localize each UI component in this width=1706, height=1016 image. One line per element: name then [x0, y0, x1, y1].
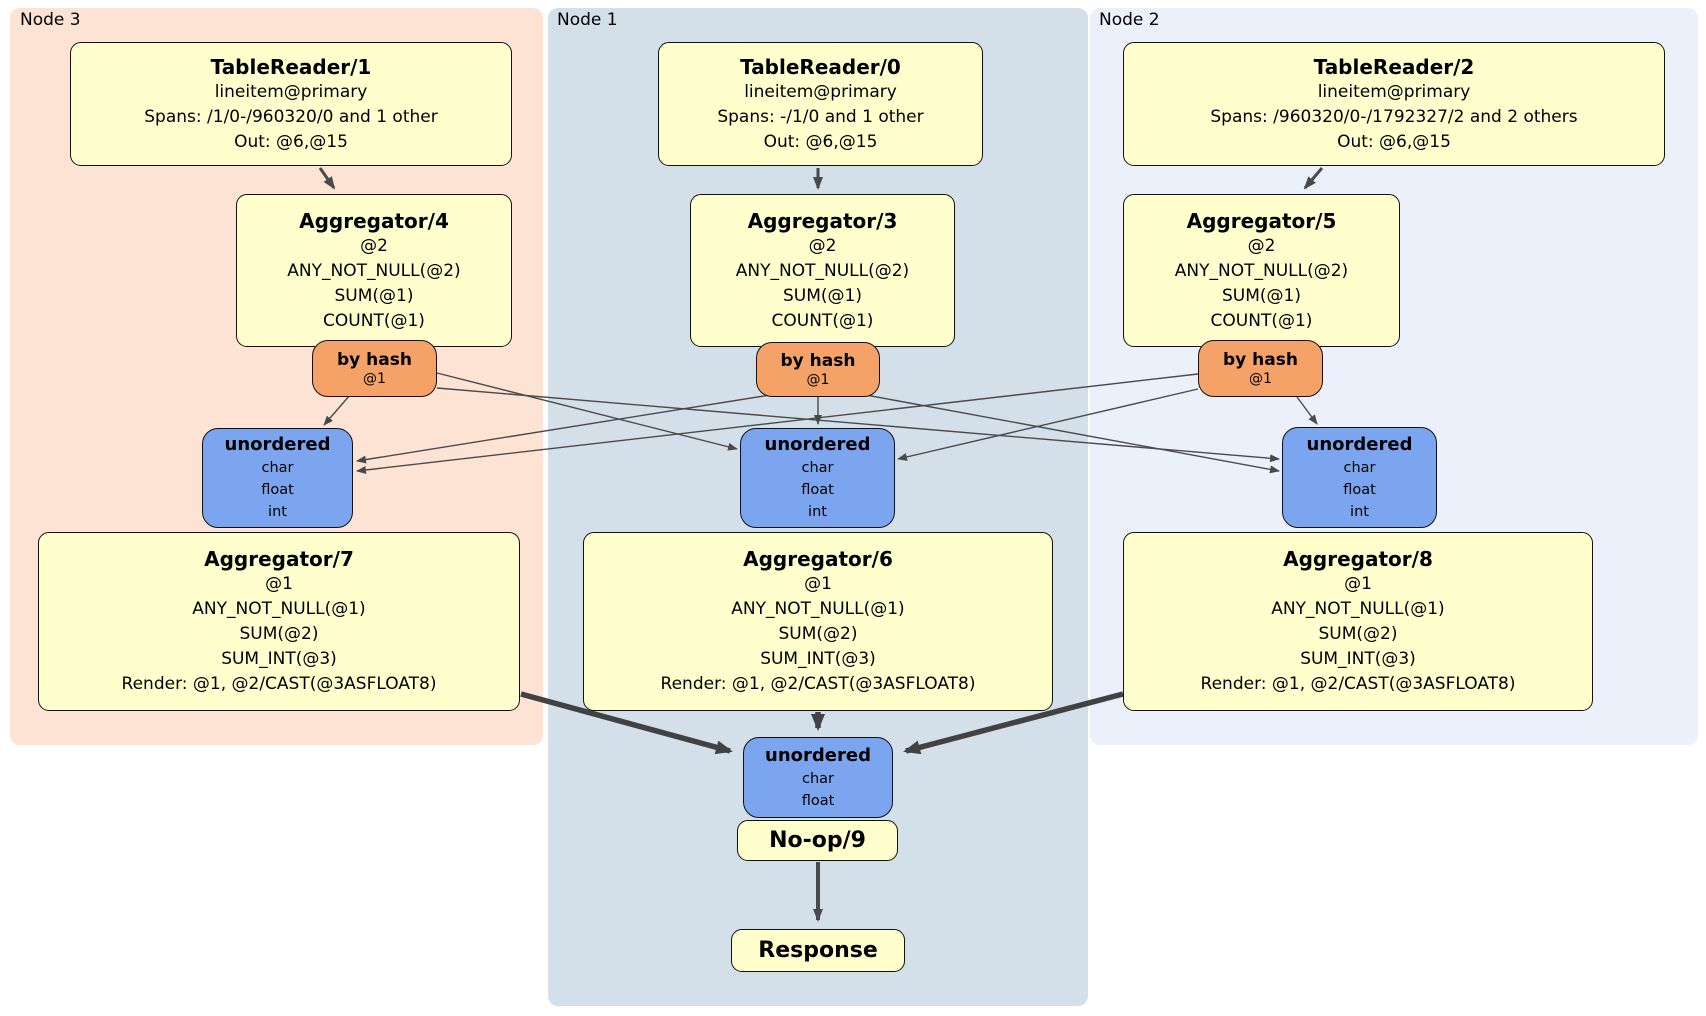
- node3-label: Node 3: [20, 10, 81, 30]
- edge-tr1-agg4: [318, 167, 336, 190]
- node1-label: Node 1: [557, 10, 618, 30]
- edge-router5-sync1: [897, 388, 1199, 461]
- edge-agg7-syncfinal: [520, 691, 733, 755]
- edge-router5-sync3: [356, 373, 1199, 474]
- edge-router3-sync3: [356, 394, 771, 464]
- edge-router4-sync2: [436, 387, 1280, 463]
- edge-agg8-syncfinal: [903, 691, 1124, 755]
- edge-tr2-agg5: [1303, 167, 1324, 190]
- edge-router5-sync2: [1296, 396, 1318, 425]
- edge-router3-sync2: [865, 394, 1280, 474]
- node2-label: Node 2: [1099, 10, 1160, 30]
- edge-router4-sync3: [323, 394, 351, 426]
- edge-router4-sync1: [436, 372, 738, 451]
